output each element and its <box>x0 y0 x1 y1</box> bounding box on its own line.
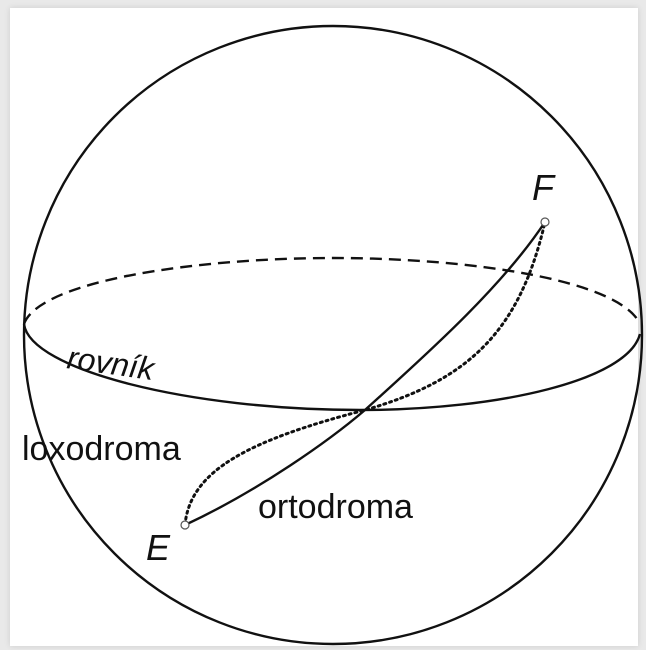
label-equator: rovník <box>65 339 158 387</box>
sphere-outline <box>22 24 644 646</box>
label-point-f: F <box>532 167 556 208</box>
orthodrome-curve <box>184 221 547 527</box>
equator-back-dashed <box>22 256 642 325</box>
equator-front <box>22 323 642 412</box>
label-point-e: E <box>146 527 171 568</box>
label-loxodrome: loxodroma <box>22 430 181 468</box>
figure-panel <box>10 8 638 646</box>
label-orthodrome: ortodroma <box>258 488 413 526</box>
loxodrome-curve <box>183 220 547 527</box>
point-e-marker <box>180 520 190 530</box>
point-f-marker <box>540 217 550 227</box>
